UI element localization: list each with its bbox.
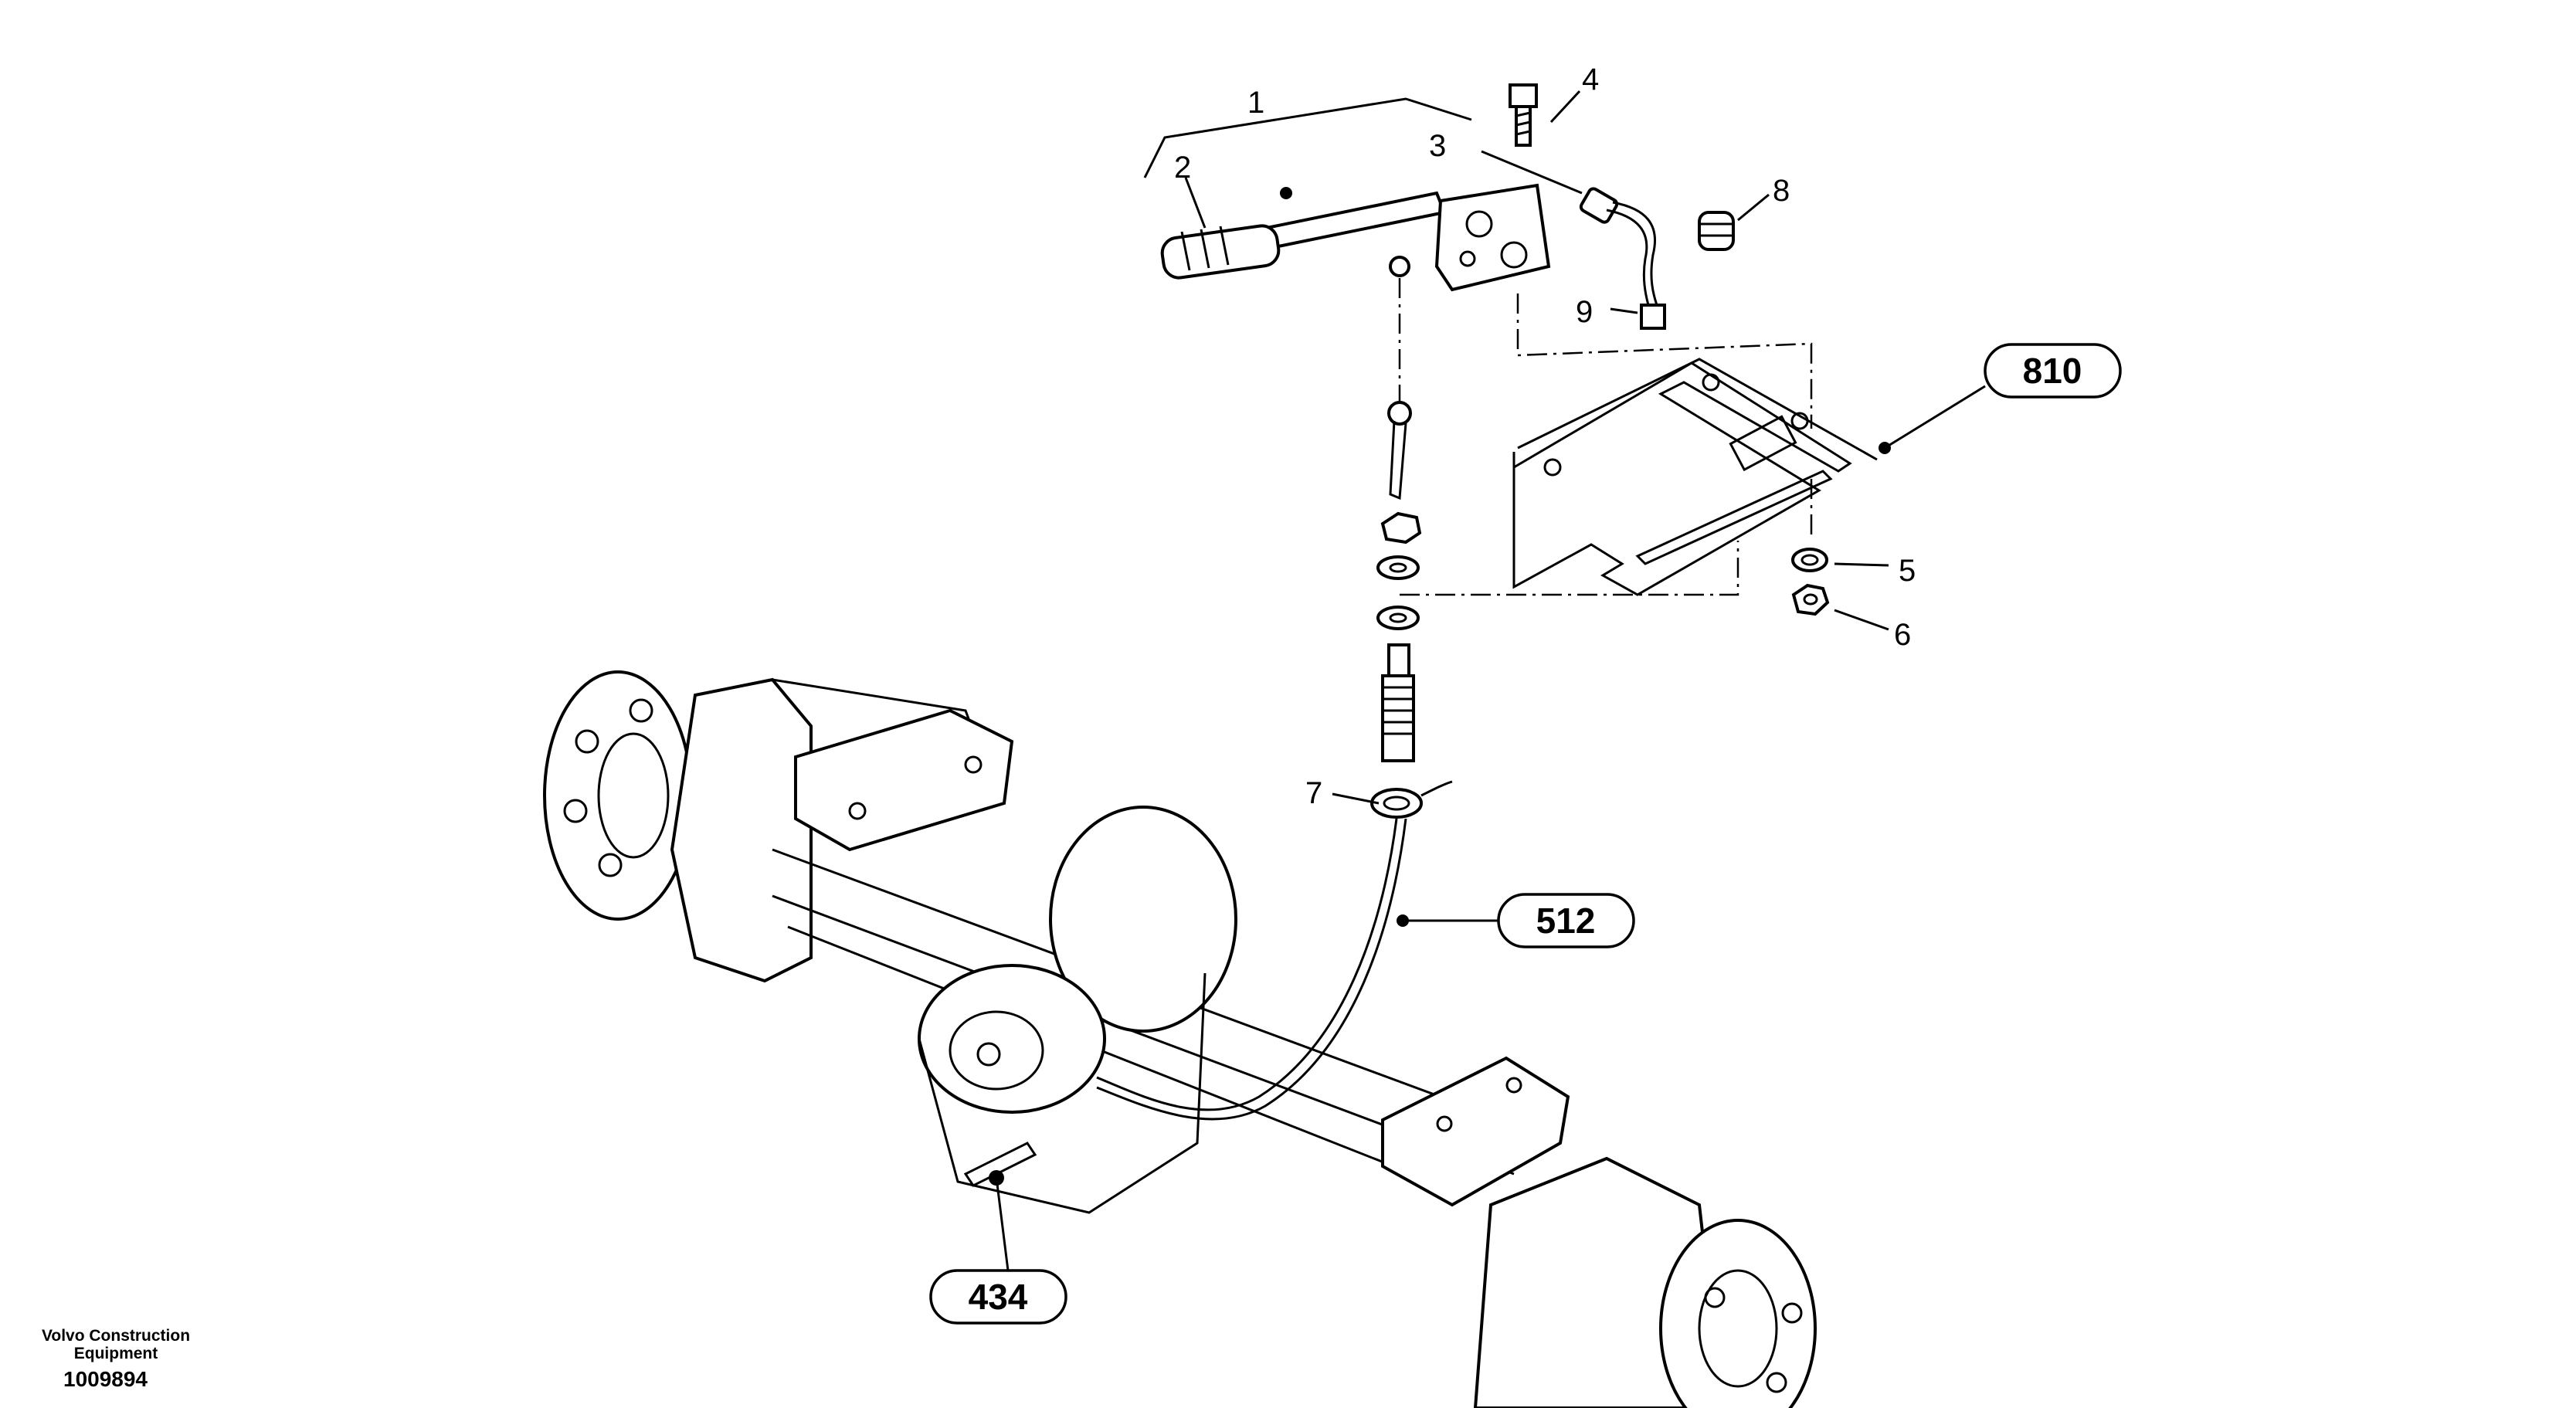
callout-9: 9: [1576, 295, 1593, 329]
nut-part-6: [1791, 583, 1830, 616]
ref-434-label: 434: [969, 1277, 1028, 1317]
callout-8: 8: [1773, 174, 1790, 208]
leader-9: [1610, 307, 1638, 314]
callout-5: 5: [1899, 554, 1916, 588]
cable-end-parts: [1370, 256, 1453, 819]
callout-4: 4: [1582, 63, 1599, 97]
callout-2: 2: [1174, 151, 1191, 185]
callout-7: 7: [1305, 776, 1322, 810]
washer-part-5: [1791, 548, 1828, 572]
document-number: 1009894: [63, 1367, 148, 1391]
ref-512-label: 512: [1536, 901, 1596, 941]
callout-6: 6: [1894, 618, 1911, 652]
leader-5: [1834, 562, 1889, 567]
leader-8: [1737, 193, 1770, 222]
bolt-part-4: [1509, 83, 1538, 147]
switch-part-3: [1579, 187, 1666, 330]
company-line-2: Equipment: [73, 1345, 158, 1362]
leader-7: [1332, 792, 1380, 805]
construction-lines: [1398, 278, 1813, 596]
ref-810[interactable]: 810: [1879, 343, 2122, 454]
company-line-1: Volvo Construction: [41, 1327, 191, 1345]
ref-810-label: 810: [2023, 351, 2082, 391]
ref-512[interactable]: 512: [1397, 893, 1635, 948]
leader-6: [1834, 609, 1889, 631]
leader-4: [1549, 90, 1581, 124]
grommet-part-8: [1698, 211, 1735, 251]
leader-2: [1184, 177, 1207, 229]
callout-1: 1: [1247, 86, 1264, 120]
mounting-plate: [1512, 358, 1878, 596]
callout-3: 3: [1429, 129, 1446, 163]
handbrake-lever-assembly: [1143, 97, 1551, 292]
axle-assembly: [543, 670, 1817, 1408]
company-name: Volvo Construction Equipment: [23, 1327, 209, 1362]
leader-3: [1481, 150, 1583, 195]
ref-434[interactable]: 434: [929, 1170, 1067, 1325]
